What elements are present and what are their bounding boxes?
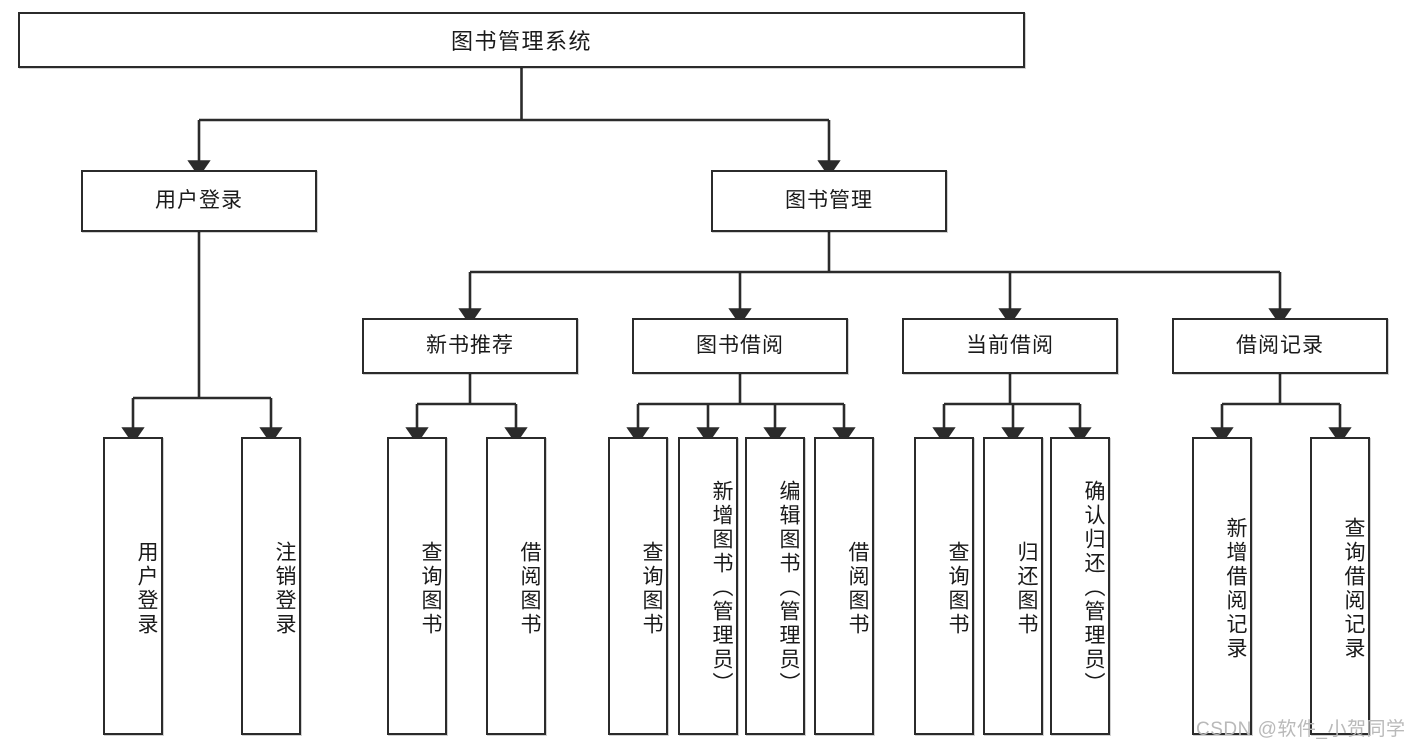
leaf-add-book-admin[interactable]: 新增图书（管理员） [678,437,738,735]
node-label: 图书借阅 [696,334,784,358]
leaf-query-book-borrow[interactable]: 查询图书 [608,437,668,735]
node-label: 借阅图书 [518,541,541,637]
node-borrow-record[interactable]: 借阅记录 [1172,318,1388,374]
node-label: 查询图书 [640,541,663,637]
node-label: 借阅记录 [1236,334,1324,358]
node-label: 新增借阅记录 [1224,517,1247,661]
node-label: 新增图书（管理员） [710,480,733,696]
node-user-login[interactable]: 用户登录 [81,170,317,232]
node-label: 图书管理 [785,189,873,213]
watermark-text: CSDN @软件_小贺同学 [1196,719,1405,740]
node-label: 查询借阅记录 [1342,517,1365,661]
leaf-borrow-book[interactable]: 借阅图书 [814,437,874,735]
node-label: 当前借阅 [966,334,1054,358]
leaf-add-borrow-record[interactable]: 新增借阅记录 [1192,437,1252,735]
node-label: 确认归还（管理员） [1082,480,1105,696]
node-book-borrow[interactable]: 图书借阅 [632,318,848,374]
leaf-return-book[interactable]: 归还图书 [983,437,1043,735]
node-new-book-recommend[interactable]: 新书推荐 [362,318,578,374]
node-root[interactable]: 图书管理系统 [18,12,1025,68]
node-book-management[interactable]: 图书管理 [711,170,947,232]
node-label: 归还图书 [1015,541,1038,637]
node-label: 查询图书 [946,541,969,637]
leaf-query-book-current[interactable]: 查询图书 [914,437,974,735]
leaf-borrow-book-recommend[interactable]: 借阅图书 [486,437,546,735]
leaf-logout-login[interactable]: 注销登录 [241,437,301,735]
node-current-borrow[interactable]: 当前借阅 [902,318,1118,374]
node-label: 用户登录 [135,541,158,637]
node-label: 注销登录 [273,541,296,637]
node-label: 借阅图书 [846,541,869,637]
leaf-query-borrow-record[interactable]: 查询借阅记录 [1310,437,1370,735]
leaf-edit-book-admin[interactable]: 编辑图书（管理员） [745,437,805,735]
node-label: 用户登录 [155,189,243,213]
node-label: 新书推荐 [426,334,514,358]
node-label: 图书管理系统 [450,29,592,54]
leaf-confirm-return-admin[interactable]: 确认归还（管理员） [1050,437,1110,735]
node-label: 查询图书 [419,541,442,637]
node-label: 编辑图书（管理员） [777,480,800,696]
leaf-user-login[interactable]: 用户登录 [103,437,163,735]
leaf-query-book-recommend[interactable]: 查询图书 [387,437,447,735]
